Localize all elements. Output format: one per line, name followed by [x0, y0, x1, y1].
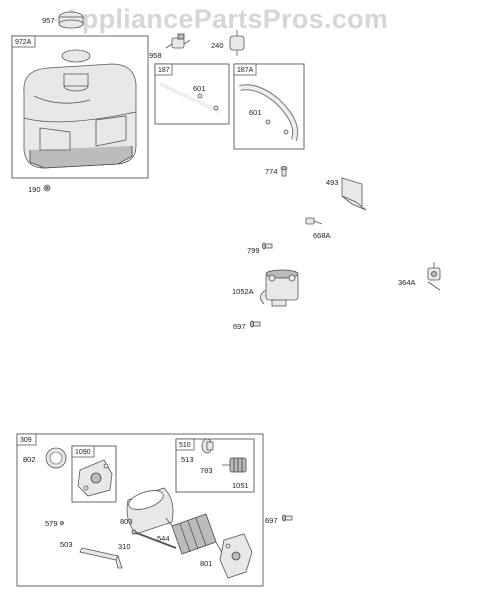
- screw-799[interactable]: [262, 242, 273, 250]
- part-label-802: 802: [23, 455, 36, 464]
- solenoid-1052a[interactable]: [260, 269, 299, 307]
- part-label-601b: 601: [249, 108, 262, 117]
- part-label-668a: 668A: [313, 231, 331, 240]
- part-label-190: 190: [28, 185, 41, 194]
- group-frame-187: [154, 63, 230, 125]
- group-label-1090: 1090: [75, 449, 91, 456]
- part-668a[interactable]: [305, 217, 323, 225]
- group-label-187a: 187A: [237, 67, 254, 74]
- part-label-958: 958: [149, 51, 162, 60]
- fuel-tank[interactable]: [23, 49, 137, 169]
- armature-544[interactable]: [165, 513, 225, 557]
- screw-697-upper[interactable]: [250, 320, 261, 328]
- group-label-187: 187: [158, 67, 170, 74]
- screw-697-lower[interactable]: [282, 514, 293, 522]
- bracket-493[interactable]: [341, 177, 367, 211]
- fuel-line-187[interactable]: [159, 82, 221, 114]
- part-label-601a: 601: [193, 84, 206, 93]
- part-label-579: 579: [45, 519, 58, 528]
- group-tag-1090: [71, 445, 95, 458]
- part-label-544: 544: [157, 534, 170, 543]
- screw-774[interactable]: [280, 166, 288, 177]
- group-label-972a: 972A: [15, 39, 32, 46]
- group-tag-972a: [11, 35, 36, 48]
- part-label-783: 783: [200, 466, 213, 475]
- group-tag-187a: [233, 63, 257, 76]
- part-364a[interactable]: [427, 262, 441, 291]
- through-bolt-310[interactable]: [131, 529, 177, 549]
- group-label-309: 309: [20, 437, 32, 444]
- part-label-801: 801: [200, 559, 213, 568]
- group-tag-309: [16, 433, 37, 446]
- part-label-503: 503: [60, 540, 73, 549]
- watermark: AppliancePartsPros.com: [62, 4, 389, 34]
- part-label-697a: 697: [233, 322, 246, 331]
- gasket-802[interactable]: [45, 447, 67, 469]
- group-frame-972a: [11, 35, 149, 179]
- part-label-803: 803: [120, 517, 133, 526]
- part-label-513: 513: [181, 455, 194, 464]
- group-frame-187a: [233, 63, 305, 150]
- part-503[interactable]: [79, 547, 123, 569]
- fuel-filter-240[interactable]: [229, 30, 245, 56]
- group-tag-187: [154, 63, 173, 76]
- part-label-799: 799: [247, 246, 260, 255]
- pinion-513[interactable]: [201, 438, 214, 454]
- motor-housing-803[interactable]: [126, 487, 174, 535]
- fuel-shutoff-958[interactable]: [165, 33, 191, 49]
- drive-end-cap-1090[interactable]: [77, 459, 113, 497]
- end-cap-801[interactable]: [219, 533, 253, 579]
- part-190[interactable]: [43, 184, 51, 192]
- part-label-957: 957: [42, 16, 55, 25]
- fuel-cap-957[interactable]: [54, 11, 84, 29]
- part-label-774: 774: [265, 167, 278, 176]
- group-label-510: 510: [179, 442, 191, 449]
- part-label-1051: 1051: [232, 481, 249, 490]
- part-label-1052a: 1052A: [232, 287, 254, 296]
- pinion-gear-1051[interactable]: [222, 457, 247, 473]
- fuel-line-187a[interactable]: [239, 84, 299, 141]
- group-frame-510: [175, 438, 255, 493]
- part-label-493: 493: [326, 178, 339, 187]
- part-label-310: 310: [118, 542, 131, 551]
- part-label-240: 240: [211, 41, 224, 50]
- group-tag-510: [175, 438, 195, 451]
- part-label-697b: 697: [265, 516, 278, 525]
- group-frame-309: [16, 433, 264, 587]
- part-579[interactable]: [60, 521, 64, 525]
- part-label-364a: 364A: [398, 278, 416, 287]
